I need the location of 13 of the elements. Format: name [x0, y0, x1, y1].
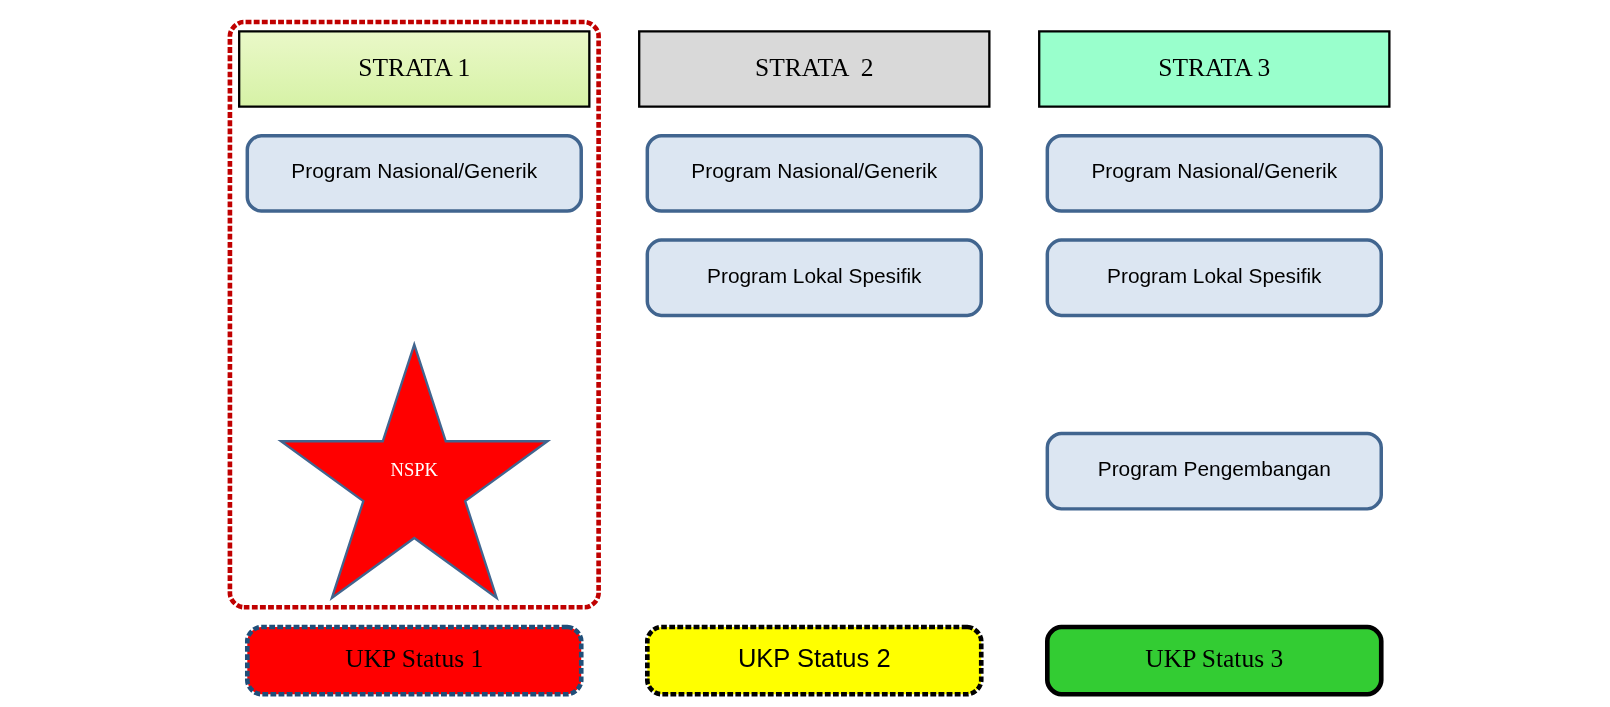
node-box: Program Lokal Spesifik	[645, 238, 983, 318]
node-box: STRATA 2	[638, 30, 991, 108]
node-box: Program Nasional/Generik	[645, 133, 983, 213]
node-box: Program Pengembangan	[1045, 431, 1383, 511]
node-box: Program Lokal Spesifik	[1045, 238, 1383, 318]
node-box: Program Nasional/Generik	[245, 133, 583, 213]
node-box: STRATA 3	[1038, 30, 1391, 108]
node-box: UKP Status 3	[1045, 624, 1384, 697]
node-box: Program Nasional/Generik	[1045, 133, 1383, 213]
cluster	[227, 19, 601, 610]
node-box: STRATA 1	[238, 30, 591, 108]
node-box: UKP Status 2	[645, 624, 984, 697]
node-box: UKP Status 1	[245, 624, 584, 697]
